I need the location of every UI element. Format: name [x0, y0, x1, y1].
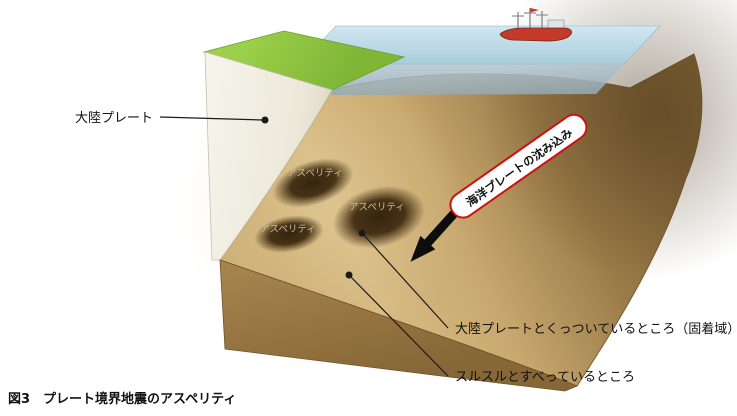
- leader-line-continental: [159, 116, 264, 121]
- label-asperity-3: アスペリティ: [260, 224, 316, 235]
- leader-line-sliding: [348, 274, 449, 377]
- pointer-dot-continental: [261, 116, 269, 124]
- ship-icon: [499, 8, 572, 42]
- label-continental-plate: 大陸プレート: [75, 110, 153, 126]
- asperity-patch-2: [332, 185, 426, 249]
- subduction-label-border: [449, 113, 588, 219]
- asperity-patch-3: [254, 215, 324, 253]
- label-locked-zone: 大陸プレートとくっついているところ（固着域）: [455, 321, 737, 337]
- figure-caption: 図3 プレート境界地震のアスペリティ: [8, 391, 236, 407]
- leader-line-locked: [361, 232, 449, 329]
- label-asperity-2: アスペリティ: [349, 202, 405, 213]
- asperity-patch-1: [272, 158, 354, 208]
- underwater-slope: [300, 64, 624, 95]
- label-sliding-zone: スルスルとすべっているところ: [455, 370, 635, 385]
- label-asperity-1: アスペリティ: [287, 168, 343, 179]
